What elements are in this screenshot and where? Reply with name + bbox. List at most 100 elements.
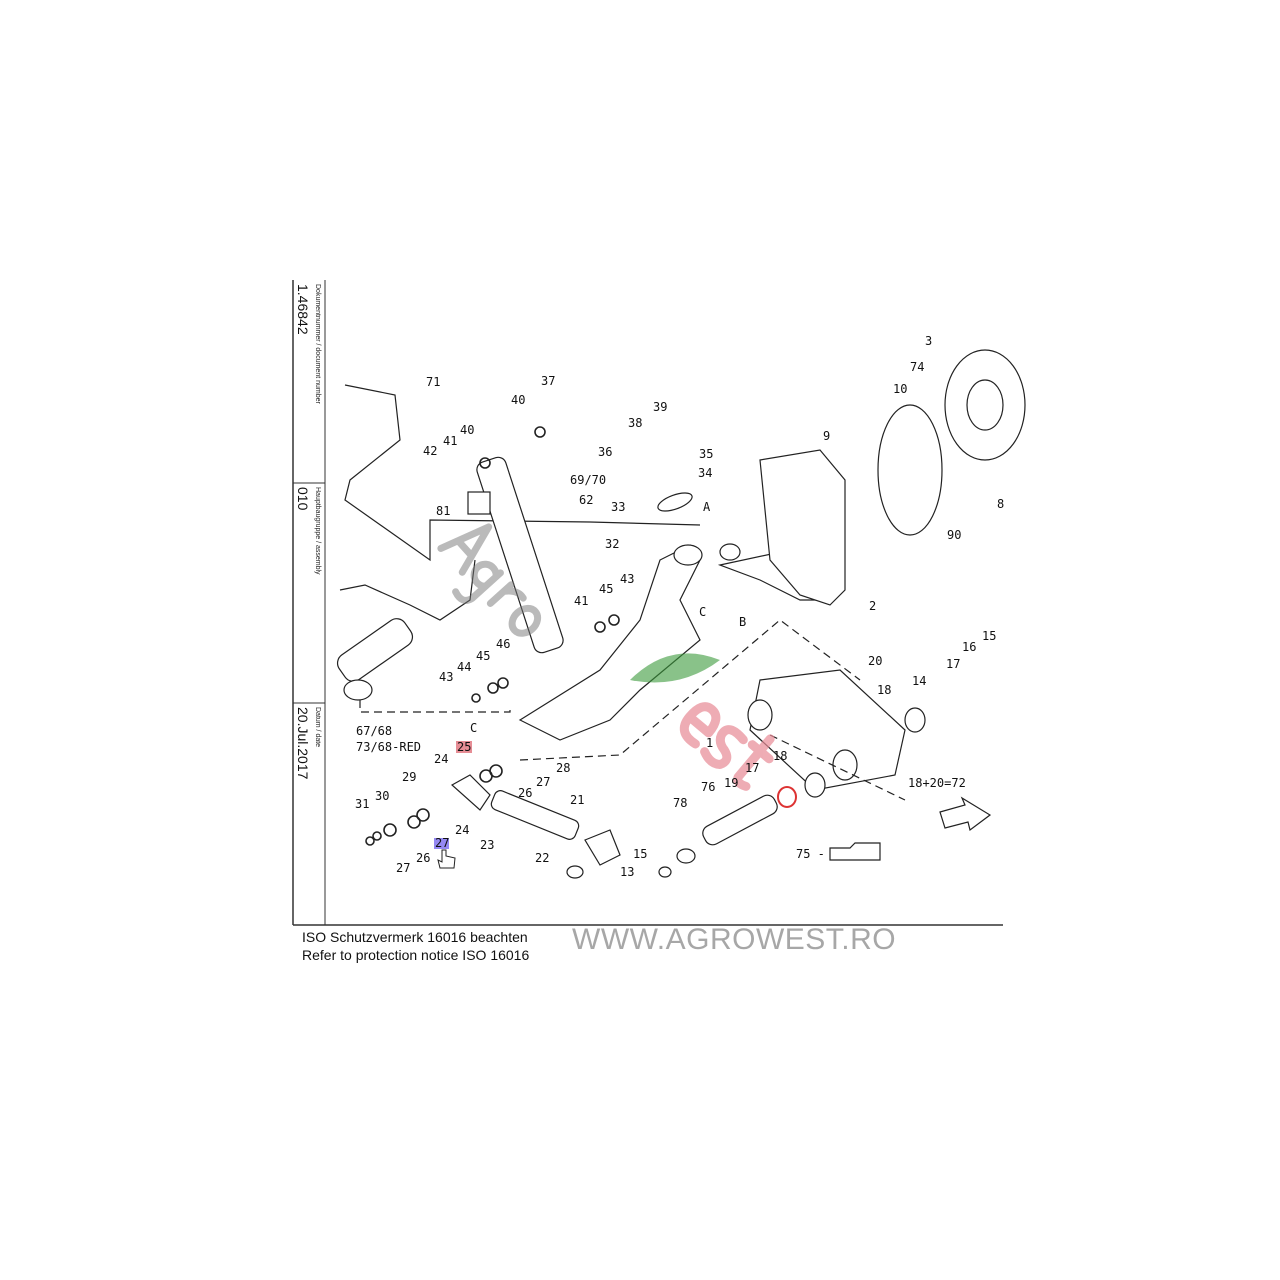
callout-32[interactable]: 32 (605, 537, 619, 551)
callout-28[interactable]: 28 (556, 761, 570, 775)
callout-40[interactable]: 40 (511, 393, 525, 407)
callout-41[interactable]: 41 (574, 594, 588, 608)
callout-16[interactable]: 16 (962, 640, 976, 654)
frame-bracket (759, 449, 846, 606)
housing-20 (749, 669, 906, 791)
callout-45[interactable]: 45 (476, 649, 490, 663)
hose-lower (339, 559, 476, 621)
cylinder-62 (476, 456, 564, 654)
callout-13[interactable]: 13 (620, 865, 634, 879)
callout-45[interactable]: 45 (599, 582, 613, 596)
callout-17[interactable]: 17 (745, 761, 759, 775)
callout-b[interactable]: B (739, 615, 746, 629)
callout-37[interactable]: 37 (541, 374, 555, 388)
callout-69-70[interactable]: 69/70 (570, 473, 606, 487)
callout-33[interactable]: 33 (611, 500, 625, 514)
selected-part-highlight (456, 741, 472, 753)
callout-27[interactable]: 27 (396, 861, 410, 875)
bushing-18b (804, 772, 826, 798)
drawing-frame (292, 280, 1003, 926)
hub-90 (877, 404, 943, 536)
callout-23[interactable]: 23 (480, 838, 494, 852)
callout-18[interactable]: 18 (877, 683, 891, 697)
bracket-81 (467, 491, 491, 515)
callout-9[interactable]: 9 (823, 429, 830, 443)
assembly-number: 010 (295, 487, 311, 511)
document-number-label: Dokumentnummer / document number (314, 284, 321, 404)
watermark-agro (437, 523, 542, 637)
callout-22[interactable]: 22 (535, 851, 549, 865)
callout-74[interactable]: 74 (910, 360, 924, 374)
callout-15[interactable]: 15 (633, 847, 647, 861)
callout-14[interactable]: 14 (912, 674, 926, 688)
callout-44[interactable]: 44 (457, 660, 471, 674)
callout-18-20-72[interactable]: 18+20=72 (908, 776, 966, 790)
ring-19 (777, 786, 797, 808)
callout-76[interactable]: 76 (701, 780, 715, 794)
callout-81[interactable]: 81 (436, 504, 450, 518)
callout-17[interactable]: 17 (946, 657, 960, 671)
callout-c[interactable]: C (699, 605, 706, 619)
callout-31[interactable]: 31 (355, 797, 369, 811)
callout-19[interactable]: 19 (724, 776, 738, 790)
date-value: 20.Jul.2017 (295, 707, 311, 780)
rod-21 (490, 790, 580, 840)
callout-1[interactable]: 1 (706, 736, 713, 750)
callout-43[interactable]: 43 (439, 670, 453, 684)
callout-26[interactable]: 26 (518, 786, 532, 800)
callout-42[interactable]: 42 (423, 444, 437, 458)
callout-71[interactable]: 71 (426, 375, 440, 389)
callout-36[interactable]: 36 (598, 445, 612, 459)
callout-35[interactable]: 35 (699, 447, 713, 461)
callout-39[interactable]: 39 (653, 400, 667, 414)
callout-27[interactable]: 27 (536, 775, 550, 789)
callout-27[interactable]: 27 (435, 836, 449, 850)
callout-c[interactable]: C (470, 721, 477, 735)
callout-30[interactable]: 30 (375, 789, 389, 803)
callout-21[interactable]: 21 (570, 793, 584, 807)
parts-drawing (336, 349, 1026, 879)
dashed-groups (359, 619, 906, 801)
callout-73-68-red[interactable]: 73/68-RED (356, 740, 421, 754)
callout-24[interactable]: 24 (455, 823, 469, 837)
callout-38[interactable]: 38 (628, 416, 642, 430)
callout-3[interactable]: 3 (925, 334, 932, 348)
iso-notice-de: ISO Schutzvermerk 16016 beachten (302, 929, 528, 945)
pin-17 (702, 794, 778, 846)
callout-15[interactable]: 15 (982, 629, 996, 643)
callout-25[interactable]: 25 (457, 740, 471, 754)
title-block: Dokumentnummer / document number 1.46842… (295, 284, 321, 780)
callout-78[interactable]: 78 (673, 796, 687, 810)
hover-part-highlight (434, 838, 449, 849)
assembly-label: Hauptbaugruppe / assembly (314, 487, 321, 575)
callout-a[interactable]: A (703, 500, 711, 514)
hand-cursor-icon (437, 849, 456, 869)
callout-8[interactable]: 8 (997, 497, 1004, 511)
clevis-23 (450, 774, 491, 811)
callout-34[interactable]: 34 (698, 466, 712, 480)
callout-46[interactable]: 46 (496, 637, 510, 651)
callout-20[interactable]: 20 (868, 654, 882, 668)
callout-26[interactable]: 26 (416, 851, 430, 865)
hydraulic-hose (344, 384, 701, 562)
agrowest-watermark-logo (437, 523, 775, 791)
callout-40[interactable]: 40 (460, 423, 474, 437)
document-number: 1.46842 (295, 284, 311, 335)
clevis-22 (584, 829, 621, 866)
callout-43[interactable]: 43 (620, 572, 634, 586)
callout-2[interactable]: 2 (869, 599, 876, 613)
callout-75-[interactable]: 75 - (796, 847, 825, 861)
callout-10[interactable]: 10 (893, 382, 907, 396)
callout-41[interactable]: 41 (443, 434, 457, 448)
eye-67 (343, 679, 373, 701)
callout-18[interactable]: 18 (773, 749, 787, 763)
leaf-icon (630, 653, 720, 683)
callout-67-68[interactable]: 67/68 (356, 724, 392, 738)
watermark-est (679, 702, 775, 791)
callout-29[interactable]: 29 (402, 770, 416, 784)
callout-24[interactable]: 24 (434, 752, 448, 766)
callout-90[interactable]: 90 (947, 528, 961, 542)
callout-62[interactable]: 62 (579, 493, 593, 507)
